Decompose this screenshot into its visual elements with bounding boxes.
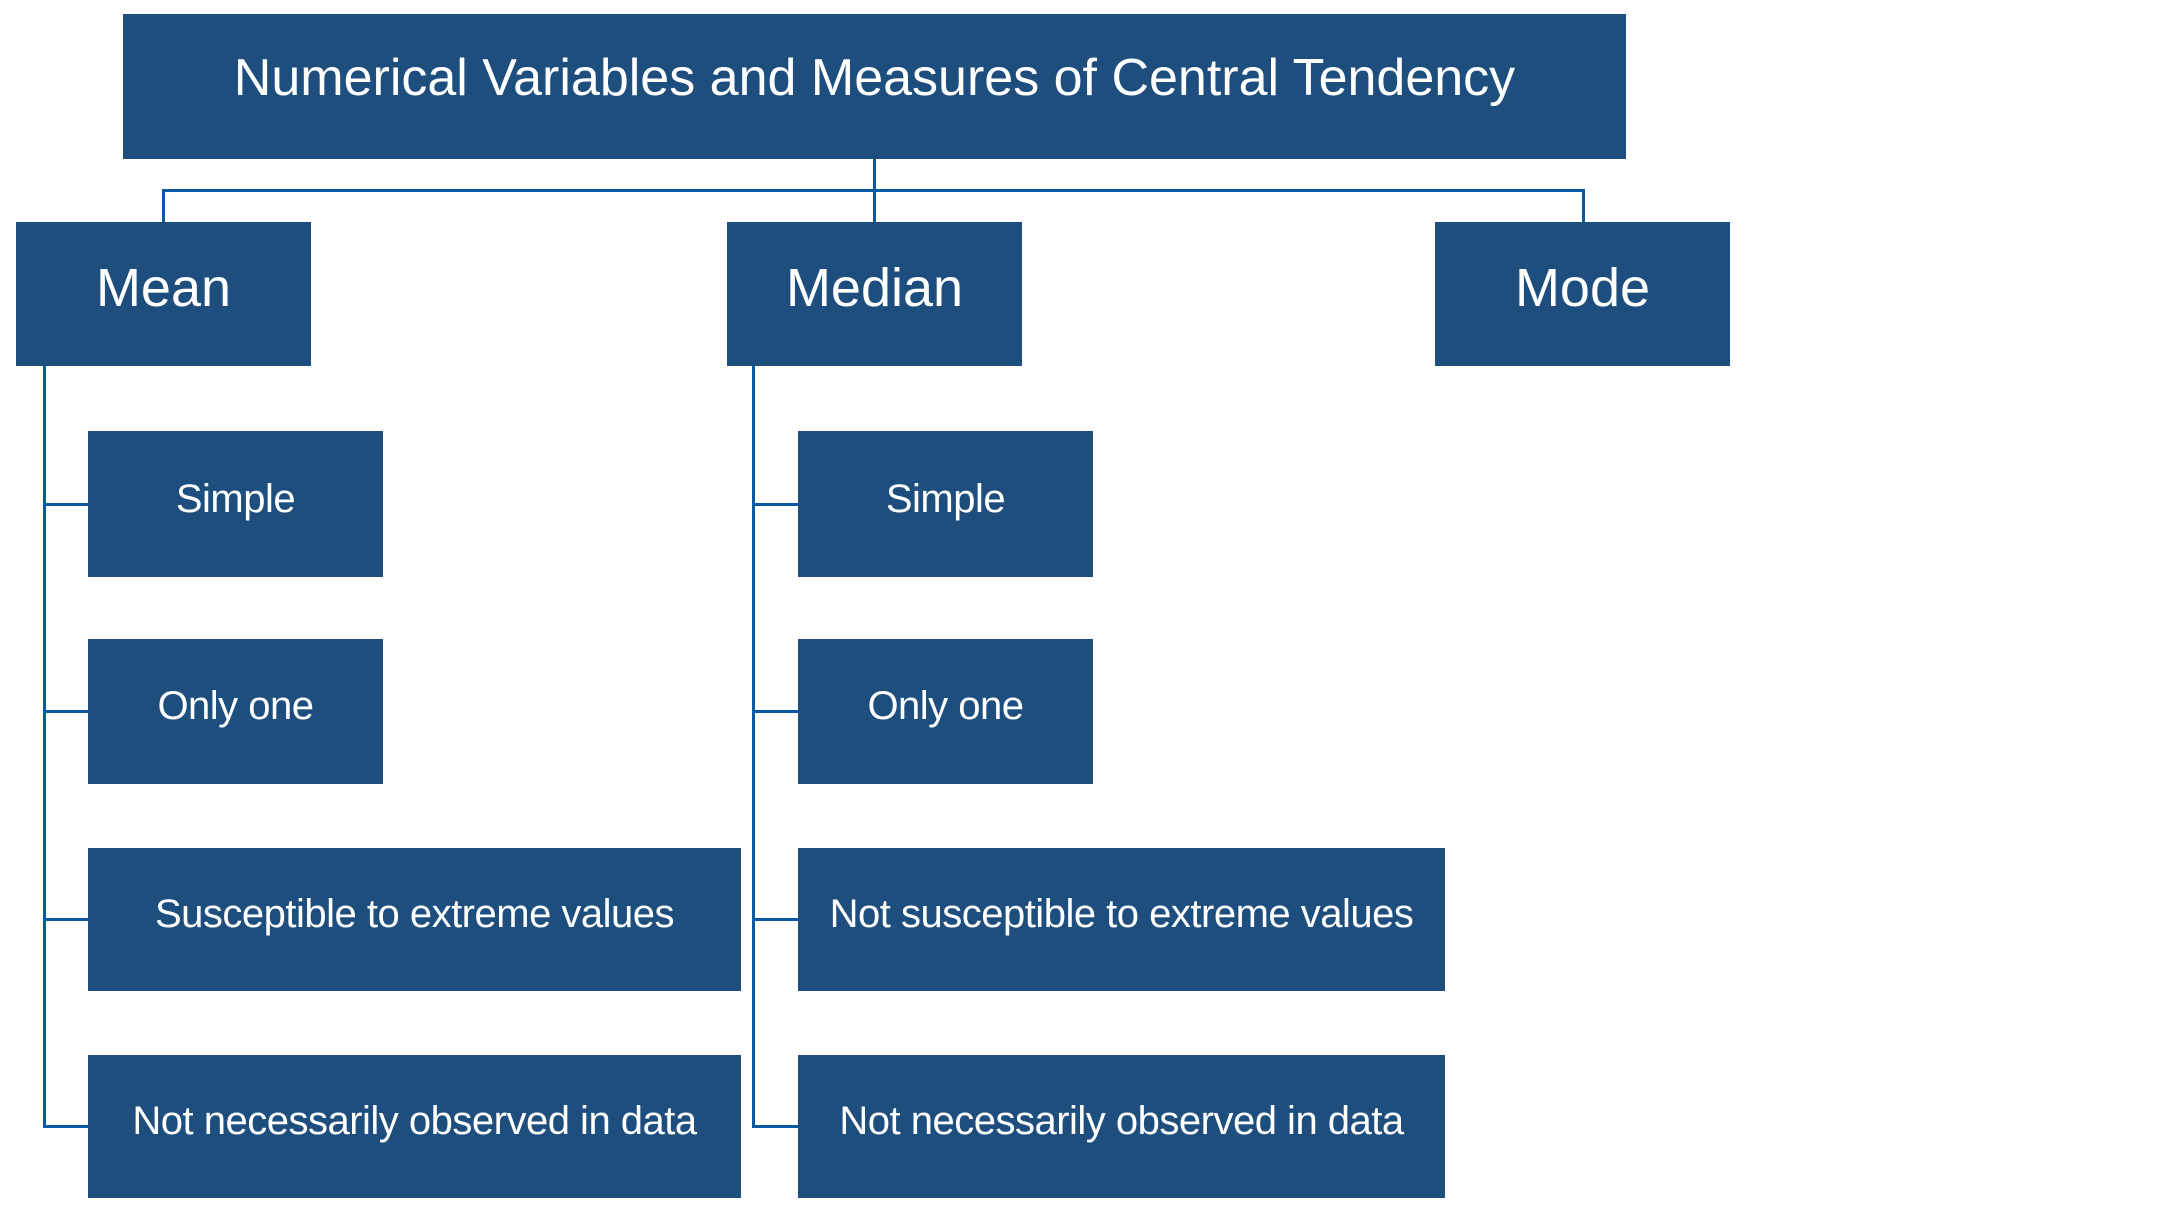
node-median-only-one: Only one [798, 639, 1093, 784]
median-label: Median [785, 258, 964, 318]
median-child-label: Only one [867, 684, 1024, 728]
median-child-label: Not susceptible to extreme values [829, 892, 1414, 936]
node-median: Median [727, 222, 1022, 366]
node-mode: Mode [1435, 222, 1730, 366]
mean-child-label: Simple [175, 476, 296, 521]
node-mean-susceptible: Susceptible to extreme values [88, 848, 741, 991]
mean-child-label: Only one [157, 684, 314, 728]
connector-median-stub-2 [752, 710, 798, 713]
node-median-simple: Simple [798, 431, 1093, 577]
node-mean-only-one: Only one [88, 639, 383, 784]
node-median-not-observed: Not necessarily observed in data [798, 1055, 1445, 1198]
node-title: Numerical Variables and Measures of Cent… [123, 14, 1626, 159]
mode-label: Mode [1514, 258, 1651, 318]
title-label: Numerical Variables and Measures of Cent… [233, 48, 1516, 107]
connector-top-horizontal [162, 189, 1585, 192]
connector-mean-stub-1 [43, 503, 89, 506]
connector-median-stub-4 [752, 1125, 798, 1128]
connector-mode-drop [1582, 189, 1585, 222]
mean-child-label: Not necessarily observed in data [132, 1099, 697, 1143]
connector-mean-rail [43, 366, 46, 1128]
connector-median-stub-3 [752, 918, 798, 921]
mean-child-label: Susceptible to extreme values [154, 892, 675, 936]
connector-mean-drop [162, 189, 165, 222]
node-mean-not-observed: Not necessarily observed in data [88, 1055, 741, 1198]
connector-mean-stub-2 [43, 710, 89, 713]
connector-median-rail [752, 366, 755, 1128]
mean-label: Mean [95, 258, 232, 318]
node-mean-simple: Simple [88, 431, 383, 577]
connector-median-stub-1 [752, 503, 798, 506]
node-median-not-susceptible: Not susceptible to extreme values [798, 848, 1445, 991]
connector-mean-stub-3 [43, 918, 89, 921]
median-child-label: Simple [885, 476, 1006, 521]
connector-mean-stub-4 [43, 1125, 89, 1128]
node-mean: Mean [16, 222, 311, 366]
median-child-label: Not necessarily observed in data [839, 1099, 1404, 1143]
